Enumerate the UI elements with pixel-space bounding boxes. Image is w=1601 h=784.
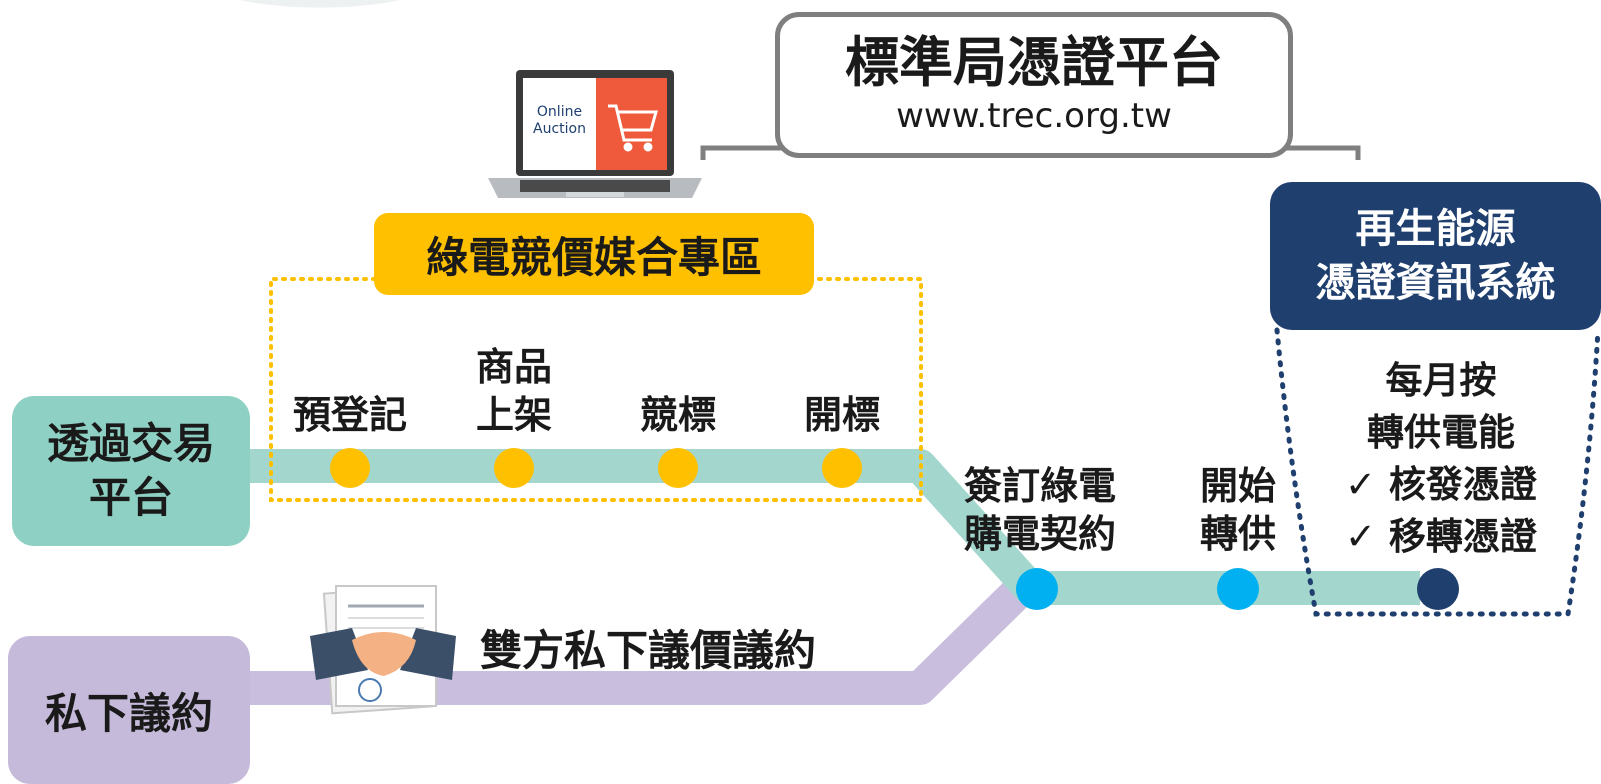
private-line-label: 雙方私下議價議約 (480, 626, 817, 675)
system-zone-frame (1274, 327, 1601, 617)
handshake-contract-icon (310, 585, 456, 715)
shopping-cart-icon (608, 104, 658, 152)
private-route-line (240, 575, 1034, 705)
system-title-line1: 再生能源 (1355, 206, 1516, 252)
step-dot-opening (822, 448, 862, 488)
step-label-opening: 開標 (762, 391, 922, 439)
step-bidding-text: 競標 (639, 393, 716, 437)
step-label-listing: 商品 上架 (434, 343, 594, 439)
system-item-monthly: 每月按 (1385, 359, 1497, 402)
laptop-text-auction: Auction (533, 121, 586, 137)
step-dot-listing (494, 448, 534, 488)
laptop-screen-text: Online Auction (523, 104, 596, 138)
step-listing-line2: 上架 (475, 393, 552, 437)
private-deal-box: 私下議約 (8, 636, 250, 784)
platform-title-box: 標準局憑證平台 www.trec.org.tw (775, 12, 1293, 158)
contract-step-line2: 購電契約 (963, 512, 1116, 556)
auction-zone-frame (269, 277, 923, 502)
system-item-energy: 轉供電能 (1367, 411, 1515, 454)
step-dot-start (1217, 568, 1259, 610)
step-opening-text: 開標 (803, 393, 880, 437)
system-items: 每月按 轉供電能 ✓ 核發憑證 ✓ 移轉憑證 (1326, 355, 1556, 563)
step-dot-certificate (1417, 568, 1459, 610)
auction-zone-label: 綠電競價媒合專區 (374, 213, 814, 295)
platform-title: 標準局憑證平台 (845, 31, 1223, 94)
platform-trade-line2: 平台 (88, 473, 173, 522)
step-preregister-text: 預登記 (292, 393, 407, 437)
step-listing-line1: 商品 (475, 345, 552, 389)
platform-trade-box: 透過交易 平台 (12, 396, 250, 546)
start-step-line1: 開始 (1199, 464, 1276, 508)
step-label-preregister: 預登記 (270, 391, 430, 439)
contract-step-line1: 簽訂綠電 (963, 464, 1116, 508)
system-item-transfer: ✓ 移轉憑證 (1345, 515, 1537, 558)
laptop-icon (488, 70, 702, 198)
system-title-box: 再生能源 憑證資訊系統 (1270, 182, 1601, 330)
platform-trade-line1: 透過交易 (46, 419, 215, 468)
platform-url[interactable]: www.trec.org.tw (896, 96, 1172, 136)
step-dot-bidding (658, 448, 698, 488)
step-dot-contract (1016, 568, 1058, 610)
system-title-line2: 憑證資訊系統 (1315, 260, 1556, 306)
contract-step-label: 簽訂綠電 購電契約 (945, 462, 1135, 558)
step-dot-preregister (330, 448, 370, 488)
corner-decoration (240, 0, 400, 8)
start-step-label: 開始 轉供 (1178, 462, 1298, 558)
laptop-text-online: Online (536, 104, 583, 120)
system-item-issue: ✓ 核發憑證 (1345, 463, 1537, 506)
step-label-bidding: 競標 (598, 391, 758, 439)
start-step-line2: 轉供 (1199, 512, 1276, 556)
